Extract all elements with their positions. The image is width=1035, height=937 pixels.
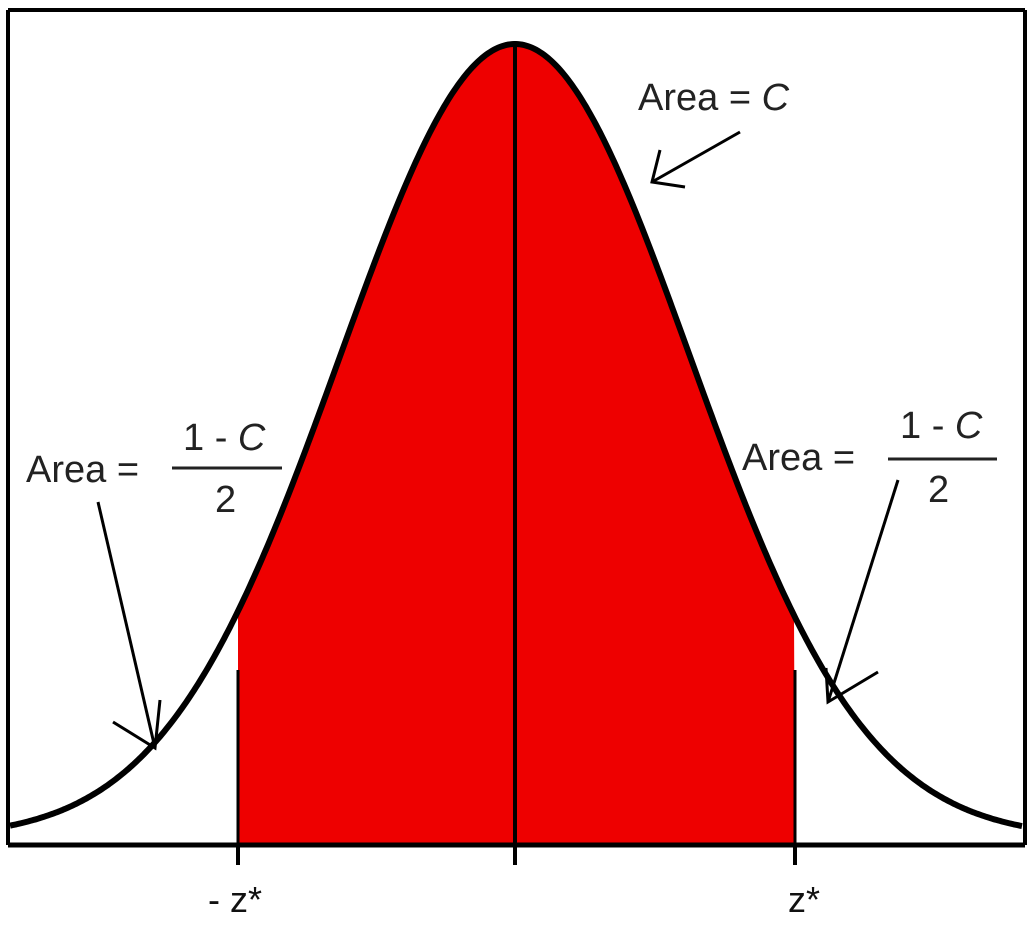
left-area-numerator: 1 - C [183, 417, 266, 459]
left-area-denominator: 2 [215, 479, 236, 521]
plot-frame [6, 8, 1027, 845]
left-tail-arrow [96, 501, 162, 751]
left-numerator-text: 1 - [183, 417, 238, 459]
center-area-label: Area = C [638, 77, 790, 119]
right-area-numerator: 1 - C [900, 405, 983, 447]
left-area-prefix: Area = [26, 449, 139, 491]
tick-label-z: z* [788, 879, 820, 920]
right-tail-label: Area = 1 - C 2 [742, 405, 997, 511]
center-area-prefix: Area = [638, 77, 762, 119]
center-arrow [650, 130, 741, 189]
right-numerator-text: 1 - [900, 405, 955, 447]
center-area-var: C [762, 77, 790, 119]
right-tail-arrow [824, 479, 900, 705]
left-tail-label: Area = 1 - C 2 [26, 417, 282, 521]
left-numerator-var: C [238, 417, 266, 459]
tick-label-neg-z: - z* [208, 879, 262, 920]
right-area-denominator: 2 [928, 469, 949, 511]
right-area-prefix: Area = [742, 437, 855, 479]
right-numerator-var: C [955, 405, 983, 447]
